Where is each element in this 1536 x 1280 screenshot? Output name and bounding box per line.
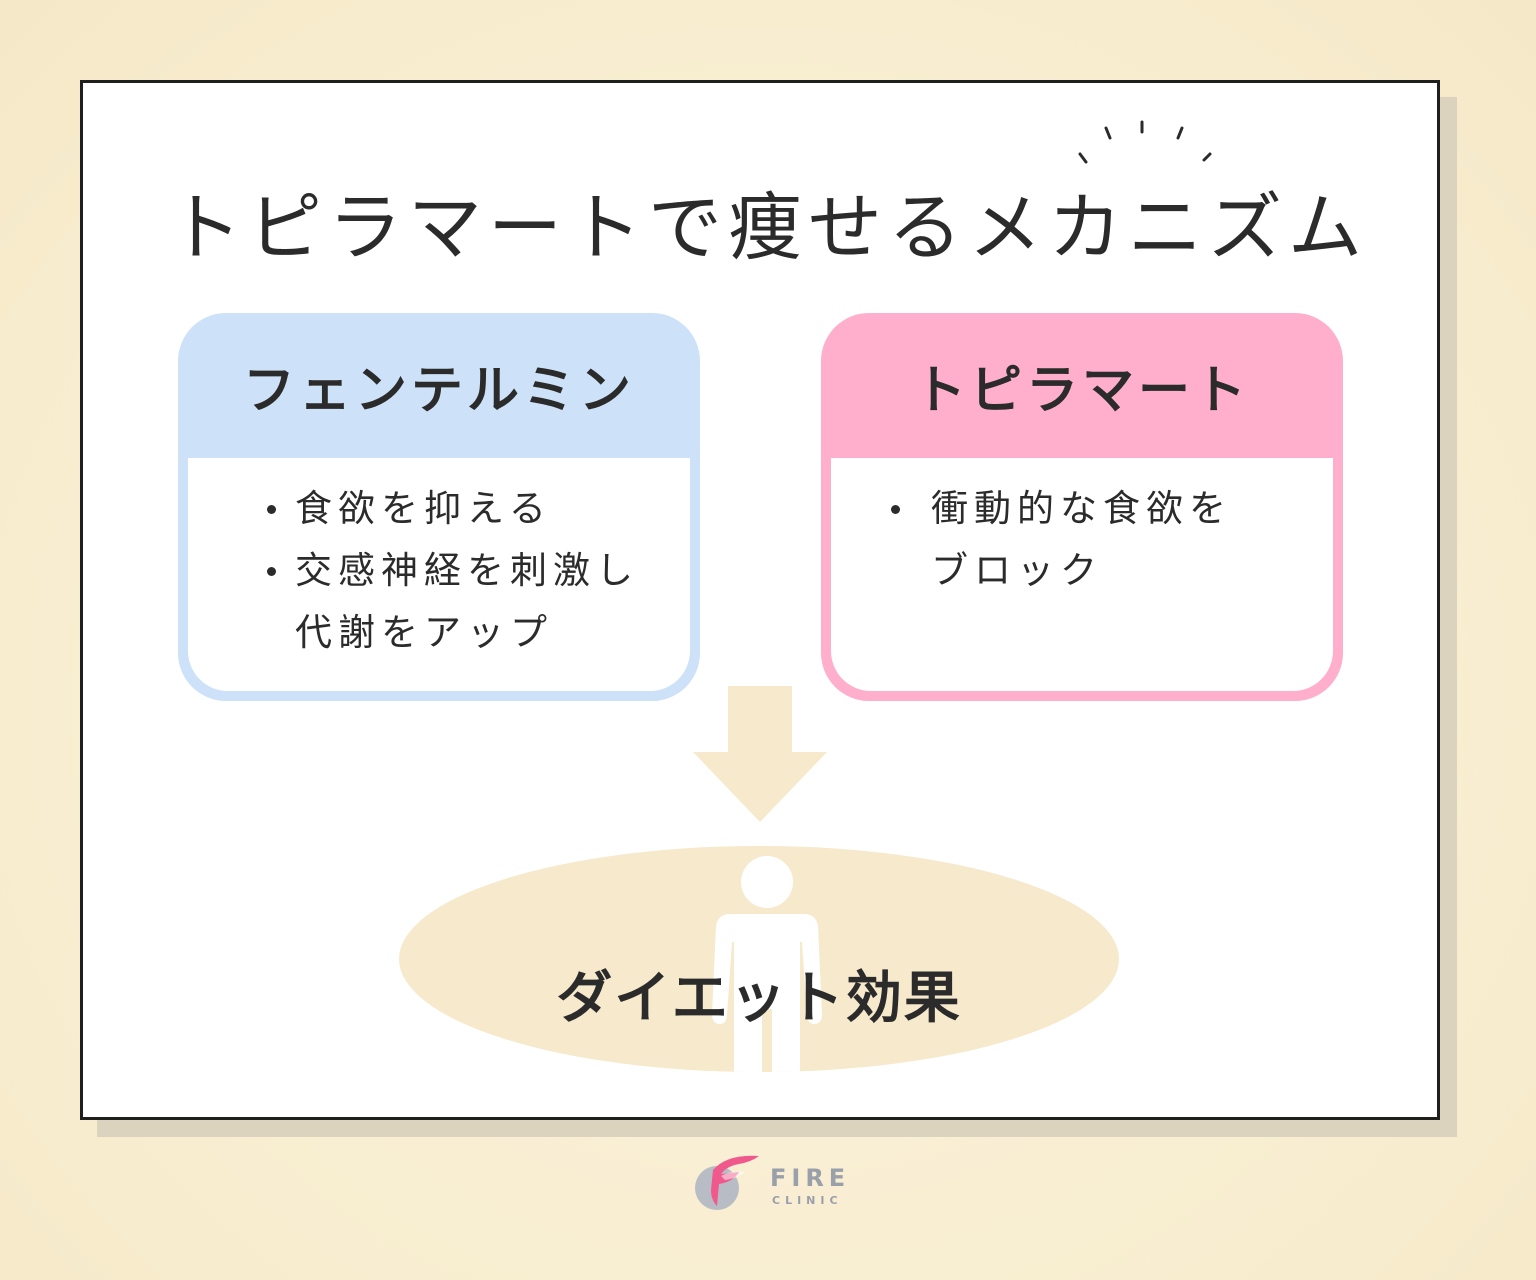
bullet-list: 衝動的な食欲をブロック: [891, 478, 1261, 602]
list-item: 衝動的な食欲をブロック: [891, 478, 1261, 602]
result-label: ダイエット効果: [556, 965, 962, 1031]
card-heading: フェンテルミン: [242, 360, 635, 421]
sparkle-lines-icon: [1078, 120, 1212, 164]
list-item: 食欲を抑える: [267, 478, 675, 540]
card-body: 衝動的な食欲をブロック: [831, 458, 1333, 691]
fire-clinic-logo: FIRE CLINIC: [693, 1150, 853, 1214]
fire-clinic-logo-icon: [695, 1155, 759, 1210]
phentermine-card: フェンテルミン 食欲を抑える 交感神経を刺激し代謝をアップ: [178, 313, 700, 701]
card-heading: トピラマート: [913, 360, 1250, 421]
bullet-list: 食欲を抑える 交感神経を刺激し代謝をアップ: [267, 478, 675, 664]
page-title: トピラマートで痩せるメカニズム: [168, 185, 1368, 271]
card-body: 食欲を抑える 交感神経を刺激し代謝をアップ: [188, 458, 690, 691]
result-oval: ダイエット効果: [399, 846, 1119, 1072]
logo-subtitle: CLINIC: [772, 1194, 843, 1207]
list-item: 交感神経を刺激し代謝をアップ: [267, 540, 675, 664]
topiramate-card: トピラマート 衝動的な食欲をブロック: [821, 313, 1343, 701]
down-arrow-icon: [693, 686, 827, 822]
logo-name: FIRE: [770, 1164, 851, 1192]
person-icon: [712, 856, 822, 1072]
